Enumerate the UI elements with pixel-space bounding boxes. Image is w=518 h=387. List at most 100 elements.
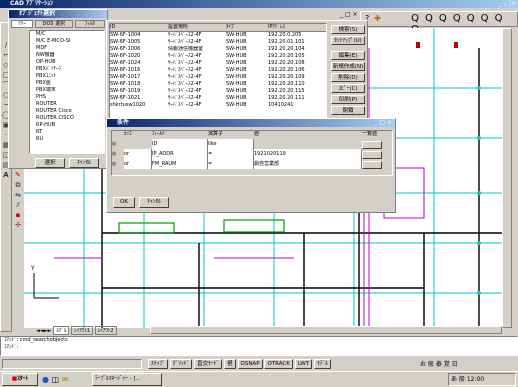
cond-value[interactable]: 1921020119 [254,149,362,159]
zoom-out-icon[interactable]: Q [494,13,503,24]
tab-filter[interactable]: ﾌｨﾙﾀ [74,20,105,28]
tab-nav-icon[interactable]: ◄◄►► [36,328,52,334]
print-button[interactable]: 印刷(P) [331,95,365,104]
tree-item[interactable]: M/C E-MCO-SI [36,38,71,44]
insert-block-icon[interactable]: ▣ [2,121,10,129]
command-window[interactable]: ｺﾏﾝﾄﾞ: cmd_searchobjects ｺﾏﾝﾄﾞ: [0,336,518,356]
tab-model[interactable]: ﾓﾃﾞﾙ [53,326,70,335]
tree-item[interactable]: MDF [36,45,48,51]
arc-tool-icon[interactable]: ⌒ [2,81,10,89]
tree-item[interactable]: PBXﾕﾆｯﾄ [36,73,56,79]
tree-item[interactable]: PBX端末 [36,87,56,93]
col-location[interactable]: 設置場所 [168,24,189,30]
tree-item[interactable]: NW機器 [36,52,55,58]
cond-field[interactable]: ID [152,139,208,149]
properties-icon[interactable]: ✚ [374,14,381,23]
zoom-previous-icon[interactable]: Q [438,13,447,24]
zoom-in-icon[interactable]: Q [480,13,489,24]
command-prompt[interactable]: ｺﾏﾝﾄﾞ: [4,344,19,350]
tree-item[interactable]: RU [36,136,44,142]
tree-item[interactable]: RT [36,129,43,135]
zoom-window-icon[interactable]: Q [424,13,433,24]
ortho-toggle[interactable]: 直交ﾓｰﾄﾞ [194,359,223,369]
otrack-toggle[interactable]: OTRACK [264,359,293,369]
snap-toggle[interactable]: ｽﾅｯﾌﾟ [148,359,168,369]
new-button[interactable]: 新規作成(N) [331,62,365,71]
filter-cancel-button[interactable]: ｷｬﾝｾﾙ [139,197,169,208]
filter-ok-button[interactable]: OK [113,197,135,208]
tree-item[interactable]: PBX盤 [36,80,51,86]
list-value-button[interactable] [362,151,382,159]
tab-tree[interactable]: ﾂﾘｰ [11,20,33,28]
col-type[interactable]: ﾀｲﾌﾟ [226,24,237,30]
region-tool-icon[interactable]: ◫ [2,151,10,159]
edit-button[interactable]: 編集(E) [331,51,365,60]
row-selector-icon[interactable]: ◎ [112,151,117,157]
tray-icons[interactable]: あ 般 [451,376,467,383]
tree-item[interactable]: M/C [36,31,46,37]
col-id[interactable]: ID [110,24,116,30]
polyline-tool-icon[interactable]: ⌐ [3,51,9,59]
grid-toggle[interactable]: ｸﾞﾘｯﾄﾞ [169,359,193,369]
tree-item[interactable]: RP-HUB [36,122,56,128]
polar-toggle[interactable]: 極 [224,359,236,369]
osnap-toggle[interactable]: OSNAP [237,359,263,369]
cond-field[interactable]: IP_ADDR [152,149,208,159]
mtext-tool-icon[interactable]: A [3,171,9,179]
zoom-dynamic-icon[interactable]: Q [452,13,461,24]
tree-item[interactable]: PHS [36,94,46,100]
results-window-controls[interactable]: _ □ × [340,11,358,18]
vertical-scrollbar[interactable] [502,28,512,328]
cond-field[interactable]: FM_RAUM [152,159,208,169]
tab-layout2[interactable]: ﾚｲｱｳﾄ2 [94,326,117,335]
table-tool-icon[interactable]: ▤ [2,161,10,169]
cond-operator[interactable]: like [208,139,254,149]
circle-tool-icon[interactable]: ○ [2,91,10,99]
tree-item[interactable]: PBXﾊﾞｯﾁｰｼﾞ [36,66,64,72]
erase-tool-icon[interactable]: ✎ [15,171,21,179]
col-ip[interactable]: IPｱﾄﾞﾚｽ [268,24,285,30]
tree-item[interactable]: ROUTER [36,101,57,107]
mirror-tool-icon[interactable]: ⇋ [15,191,21,199]
cond-paren[interactable]: or [124,149,152,159]
setup-button[interactable]: ｾｯﾄｱｯﾌﾟ(U) [331,36,365,45]
model-toggle[interactable]: ﾓﾃﾞﾙ [314,359,332,369]
tree-item[interactable]: OP-HUB [36,59,56,65]
search-button[interactable]: 検索(S) [331,25,365,34]
start-button[interactable]: ■ｽﾀｰﾄ [2,373,38,386]
polygon-tool-icon[interactable]: ◇ [3,61,9,69]
point-tool-icon[interactable]: · [4,131,8,139]
row-selector-icon[interactable]: ◎ [112,161,117,167]
cond-operator[interactable]: = [208,159,254,169]
delete-button[interactable]: 削除(D) [331,73,365,82]
close-button[interactable]: 閉鎖 [331,106,365,115]
zoom-realtime-icon[interactable]: Q [411,13,419,24]
ellipse-tool-icon[interactable]: ◯ [2,111,10,119]
app-window-controls[interactable]: _ ｡ |× [499,0,516,7]
zoom-scale-icon[interactable]: Q [466,13,475,24]
filter-close-controls[interactable]: _ □ × [374,119,392,126]
list-value-button[interactable] [362,141,382,149]
copy-button[interactable]: ｺﾋﾟｰ(C) [331,84,365,93]
help-icon[interactable]: ? [365,14,370,23]
outlook-icon[interactable]: ✉ [61,375,69,384]
cond-paren[interactable]: or [124,159,152,169]
taskbar-window-button[interactable]: ﾃｰﾌﾞﾙﾏﾈｰｼﾞｬｰ - [... [92,373,162,386]
list-value-button[interactable] [362,161,382,169]
array-tool-icon[interactable]: ▪ [15,211,21,219]
line-tool-icon[interactable]: / [4,41,8,49]
copy-tool-icon[interactable]: ⧉ [15,181,21,189]
lwt-toggle[interactable]: LWT [294,359,313,369]
cond-operator[interactable]: = [208,149,254,159]
